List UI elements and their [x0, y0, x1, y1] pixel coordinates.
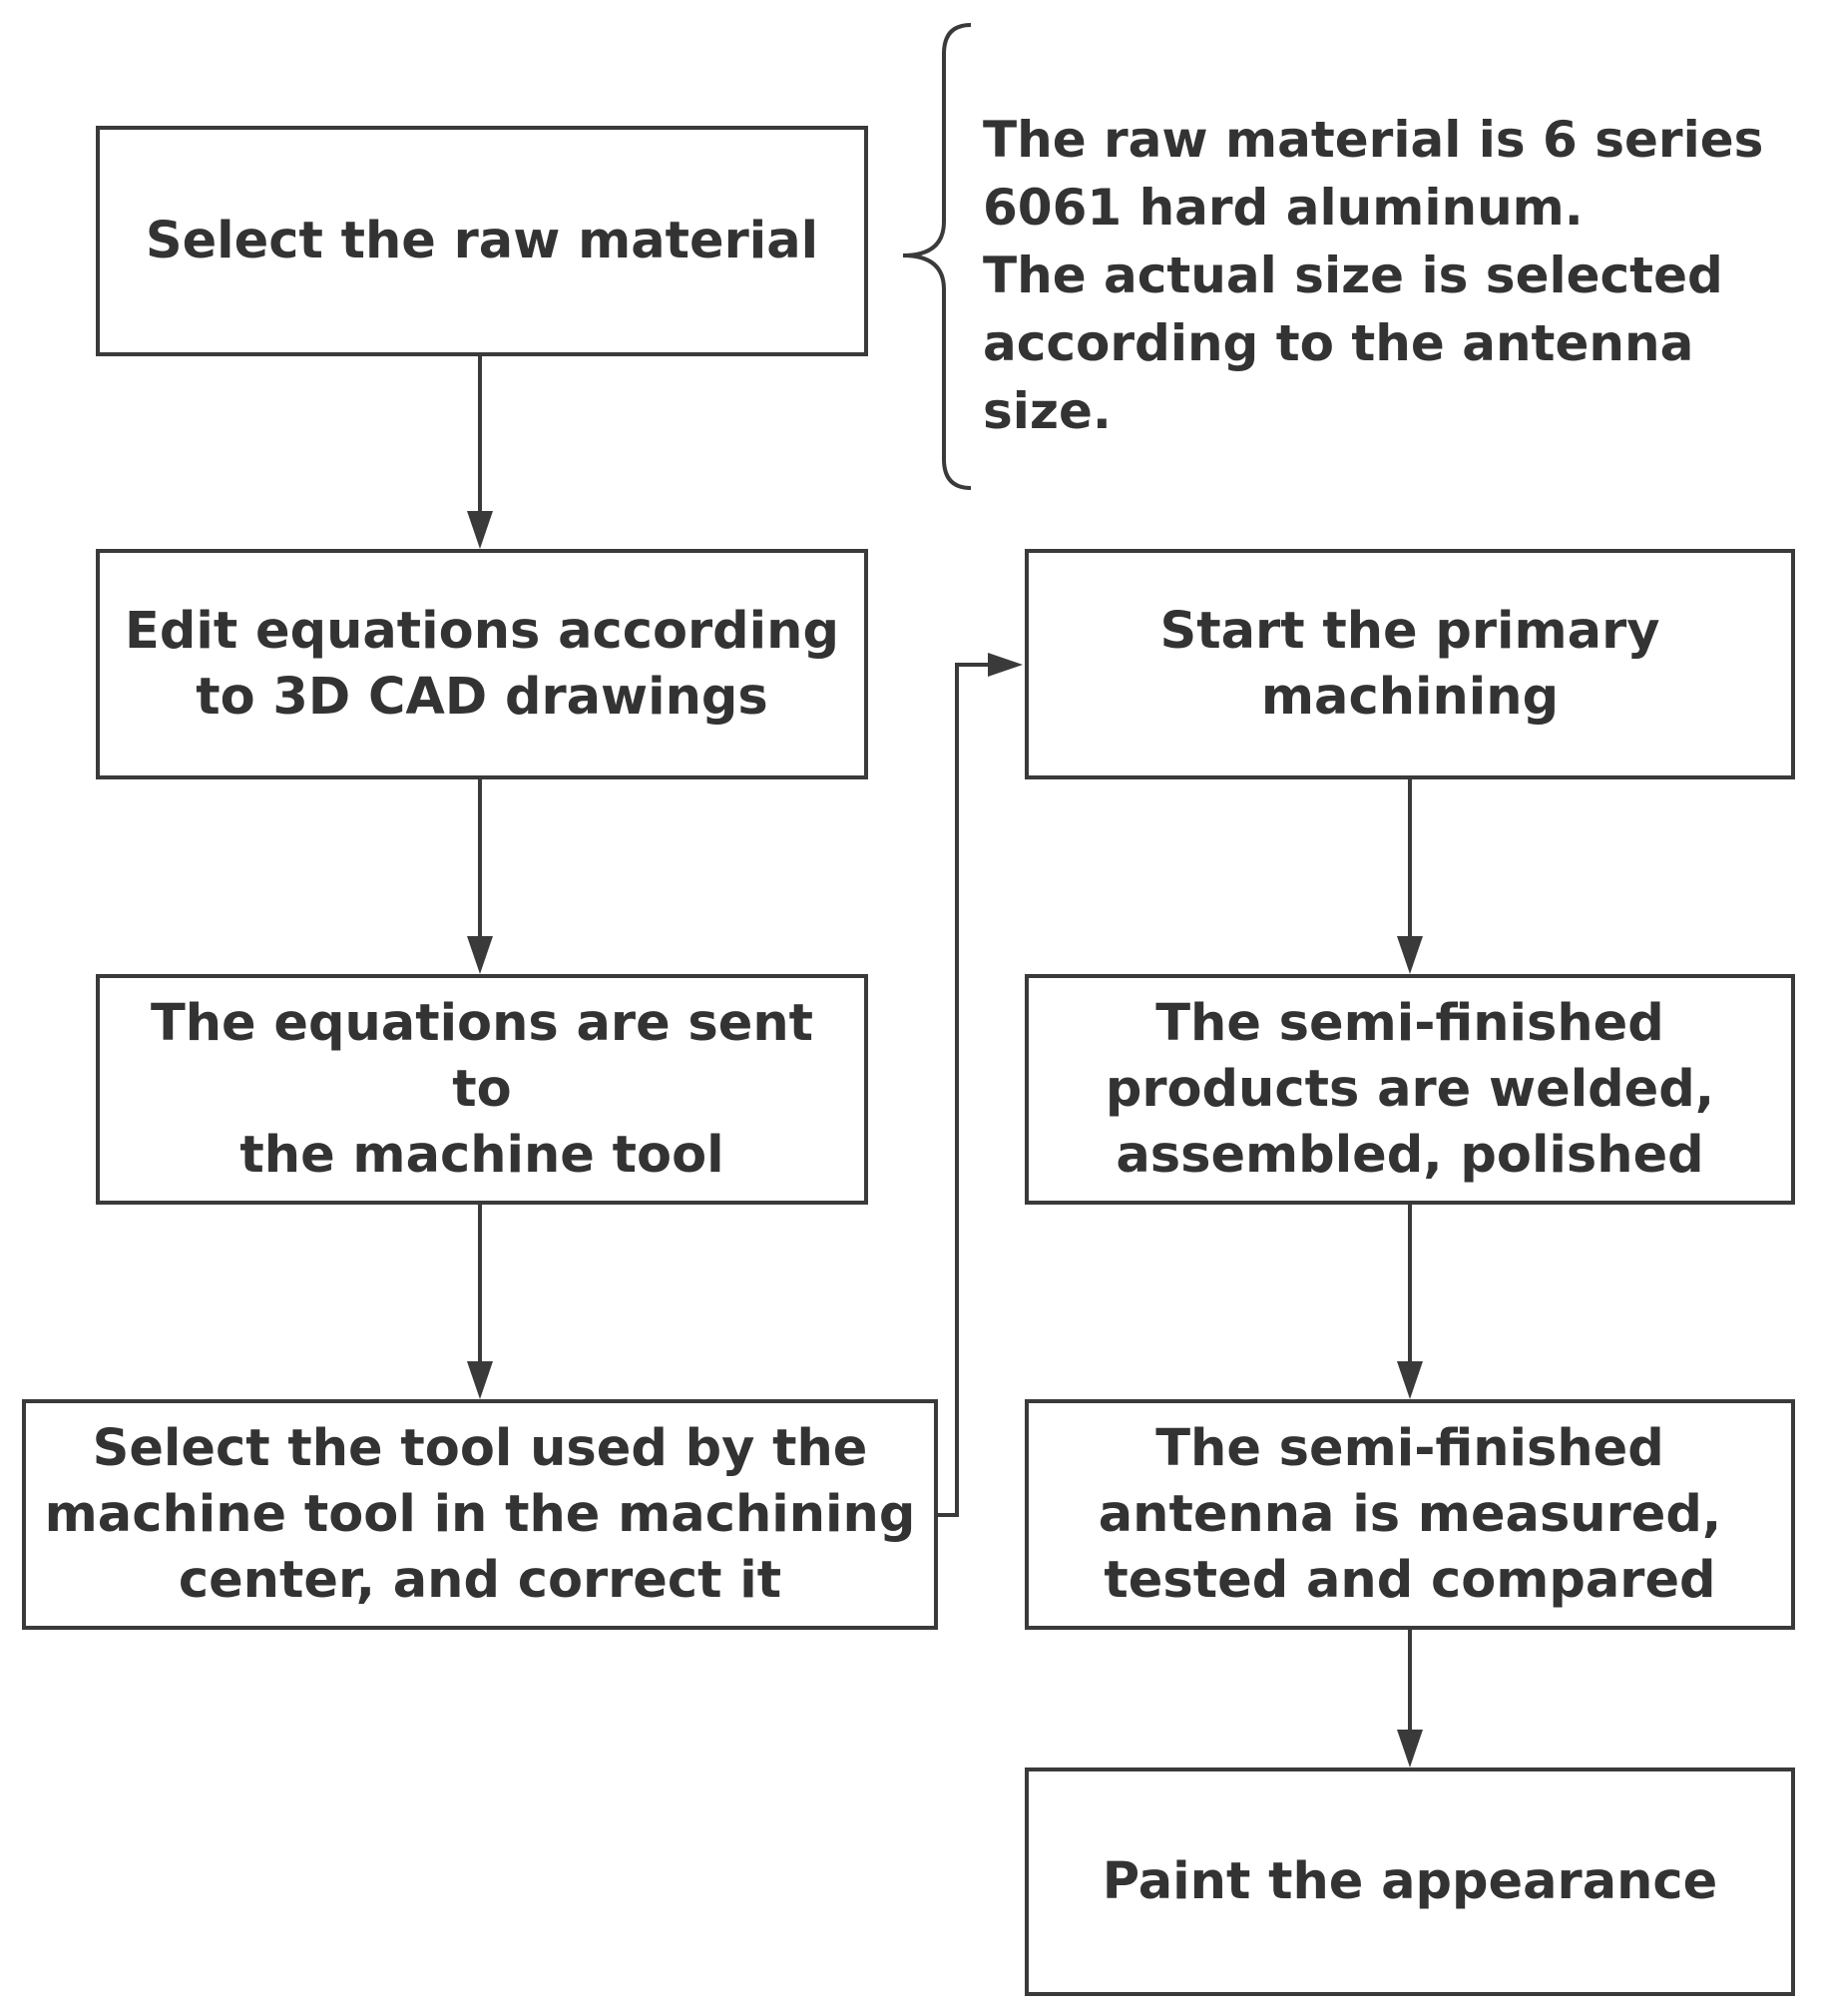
- arrowhead-icon: [467, 1361, 493, 1399]
- brace-icon: [902, 23, 972, 490]
- raw-material-note: The raw material is 6 series 6061 hard a…: [983, 111, 1764, 440]
- step-paint: Paint the appearance: [1025, 1767, 1795, 1996]
- step-equations-sent: The equations are sent to the machine to…: [96, 974, 868, 1205]
- step-label: Start the primary machining: [1159, 601, 1660, 727]
- step-select-tool: Select the tool used by the machine tool…: [22, 1399, 938, 1630]
- step-label: The equations are sent to the machine to…: [150, 993, 814, 1185]
- arrowhead-icon: [1397, 1361, 1423, 1399]
- arrowhead-icon: [1397, 1730, 1423, 1767]
- step-welded-assembled: The semi-finished products are welded, a…: [1025, 974, 1795, 1205]
- step-label: Select the tool used by the machine tool…: [44, 1418, 916, 1610]
- arrowhead-icon: [1397, 936, 1423, 974]
- step-label: Paint the appearance: [1102, 1851, 1718, 1911]
- step-measured-tested: The semi-finished antenna is measured, t…: [1025, 1399, 1795, 1630]
- connector-tool-to-primary: [936, 663, 992, 1517]
- arrowhead-icon: [467, 936, 493, 974]
- arrowhead-icon: [988, 653, 1023, 677]
- step-label: Select the raw material: [145, 211, 819, 270]
- step-label: Edit equations according to 3D CAD drawi…: [125, 601, 839, 727]
- step-label: The semi-finished products are welded, a…: [1105, 993, 1715, 1185]
- step-edit-equations: Edit equations according to 3D CAD drawi…: [96, 549, 868, 779]
- step-select-raw-material: Select the raw material: [96, 126, 868, 356]
- step-label: The semi-finished antenna is measured, t…: [1098, 1418, 1722, 1610]
- step-primary-machining: Start the primary machining: [1025, 549, 1795, 779]
- arrowhead-icon: [467, 511, 493, 549]
